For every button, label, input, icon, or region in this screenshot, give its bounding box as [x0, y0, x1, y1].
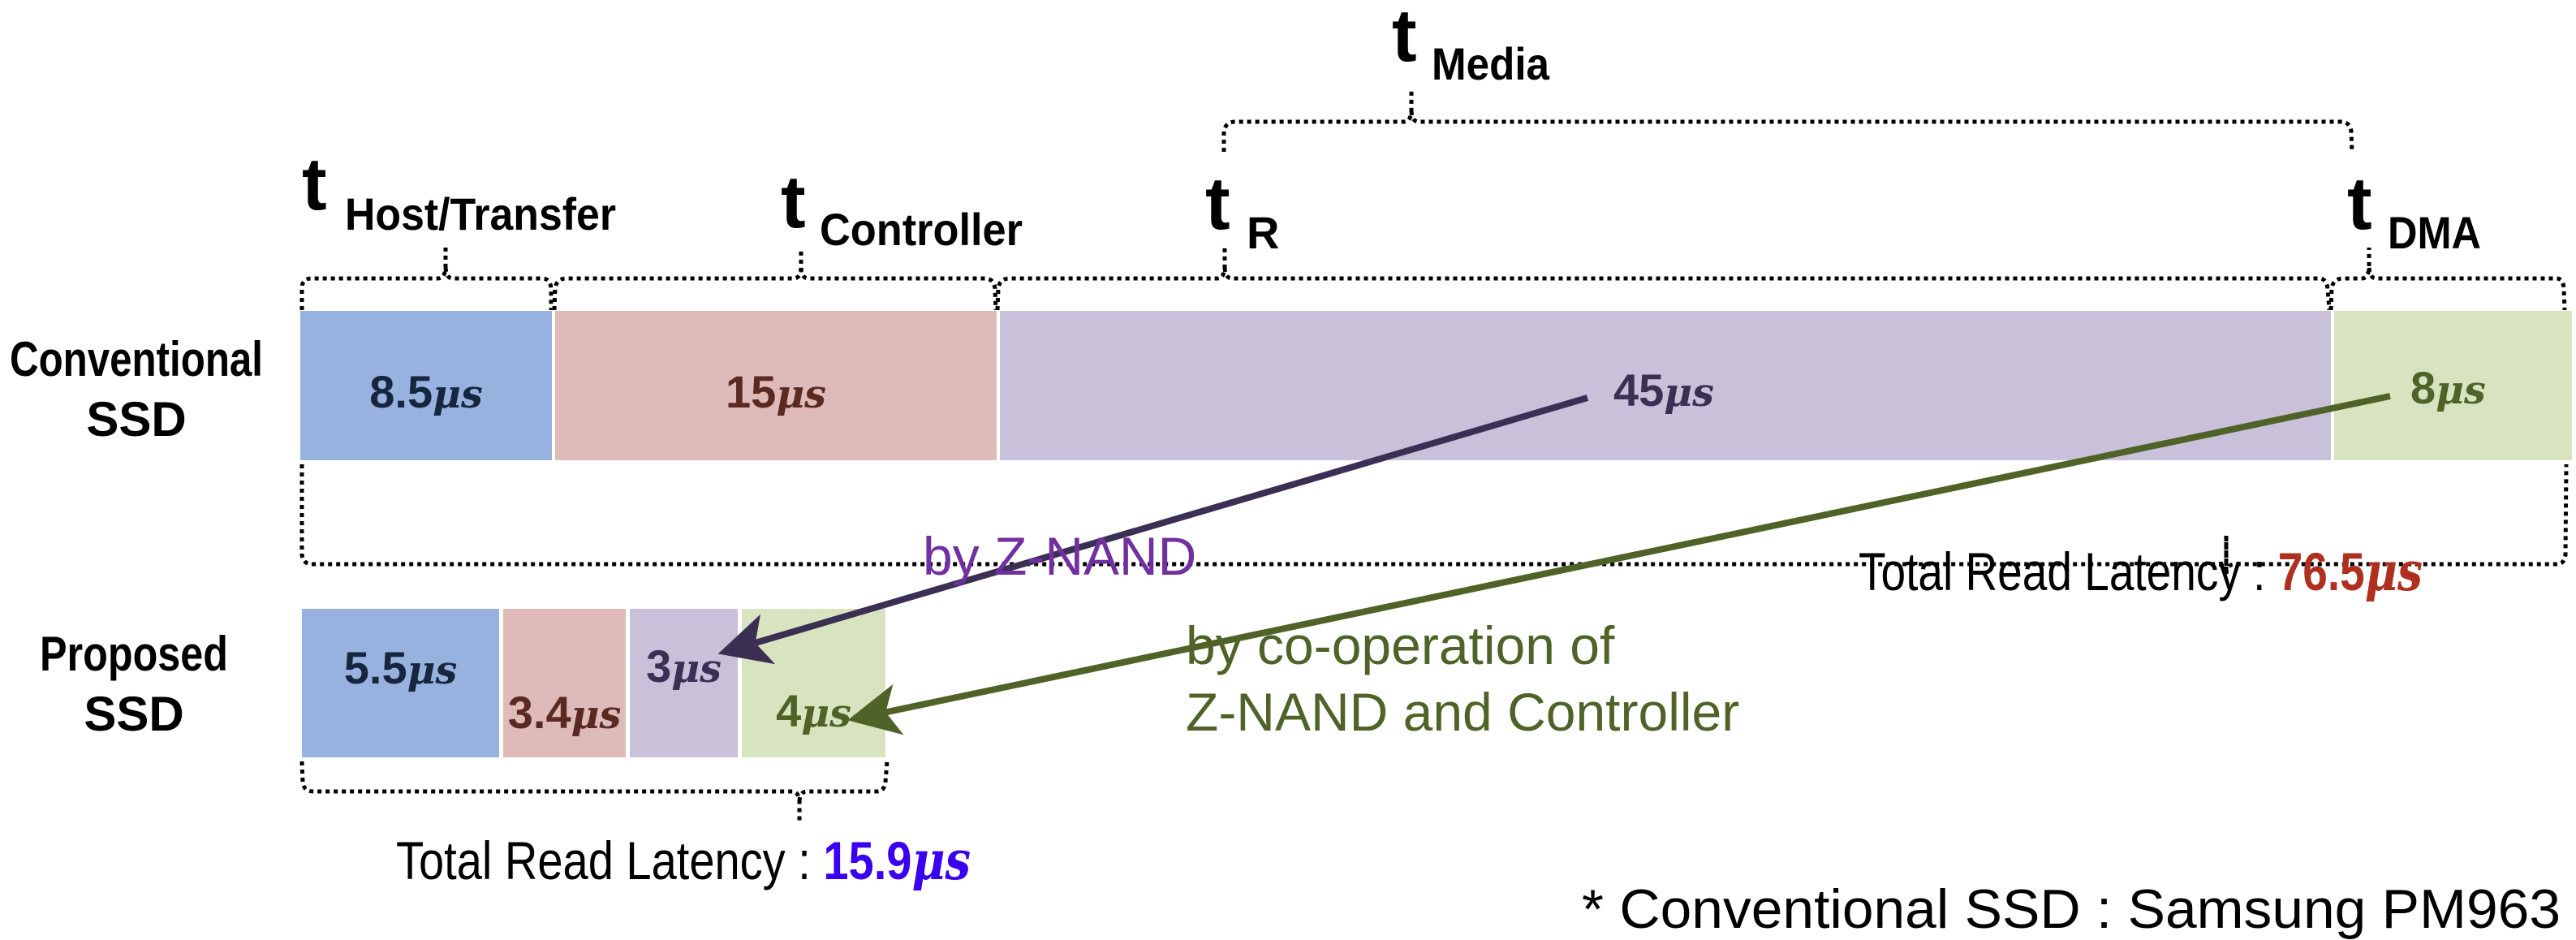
bar-value-label: 5.5μs: [344, 642, 458, 693]
dma-label: DMA: [2388, 207, 2481, 258]
row-label-line2: SSD: [84, 687, 183, 741]
bar-value-label: 3μs: [646, 640, 722, 692]
conventional-bar-row: 8.5μs 15μs 45μs 8μs: [300, 311, 2572, 460]
bracket-conventional-total: [299, 464, 2569, 575]
total-prefix: Total Read Latency :: [1859, 541, 2278, 602]
row-label-proposed: Proposed SSD: [40, 627, 228, 741]
znand-annotation: by Z-NAND: [923, 526, 1196, 586]
bar-segment-controller: 15μs: [555, 311, 997, 460]
r-label: R: [1247, 207, 1279, 258]
phase-label-host: t Host/Transfer: [302, 143, 616, 239]
t-symbol: t: [302, 143, 327, 226]
bar-rect: [503, 609, 626, 757]
total-unit: μs: [911, 829, 971, 892]
bar-segment-controller: 3.4μs: [503, 609, 626, 757]
bar-value-label: 15μs: [726, 366, 826, 417]
phase-label-r: t R: [1205, 162, 1279, 258]
total-value: 76.5: [2278, 541, 2365, 602]
bar-rect: [2334, 311, 2572, 460]
coop-arrow: [847, 393, 2391, 735]
total-unit: μs: [2365, 540, 2423, 603]
znand-arrow: [717, 395, 1589, 665]
bar-segment-dma: 4μs: [742, 609, 885, 757]
bracket-r: [995, 248, 2332, 311]
bracket-dma: [2328, 248, 2567, 311]
row-label-line2: SSD: [86, 392, 186, 446]
coop-annotation-line1: by co-operation of: [1186, 615, 1615, 675]
host-transfer-label: Host/Transfer: [345, 188, 616, 239]
bar-segment-host: 5.5μs: [302, 609, 499, 757]
bar-segment-dma: 8μs: [2334, 311, 2572, 460]
bracket-media: [1221, 91, 2354, 153]
coop-annotation-line2: Z-NAND and Controller: [1186, 682, 1739, 742]
t-symbol: t: [781, 161, 806, 244]
total-value: 15.9: [823, 830, 911, 890]
phase-label-media: t Media: [1392, 0, 1550, 89]
bar-value-label: 4μs: [776, 685, 851, 736]
proposed-bar-row: 5.5μs 3.4μs 3μs 4μs: [302, 609, 885, 757]
bracket-host: [299, 248, 554, 310]
conventional-total-latency: Total Read Latency : 76.5μs: [1859, 540, 2423, 603]
phase-label-dma: t DMA: [2347, 162, 2481, 258]
bar-segment-host: 8.5μs: [300, 311, 552, 460]
bar-segment-r: 3μs: [630, 609, 738, 757]
t-symbol: t: [2347, 162, 2372, 245]
bar-value-label: 45μs: [1613, 364, 1714, 416]
phase-label-controller: t Controller: [781, 161, 1023, 255]
bar-rect: [555, 311, 997, 460]
bracket-proposed-total: [299, 761, 890, 824]
bar-rect: [1000, 311, 2331, 460]
bar-rect: [302, 609, 499, 757]
proposed-total-latency: Total Read Latency : 15.9μs: [396, 829, 971, 892]
row-label-line1: Proposed: [40, 627, 228, 681]
row-label-conventional: Conventional SSD: [10, 332, 263, 446]
bar-value-label: 8μs: [2410, 362, 2486, 413]
footnote: * Conventional SSD : Samsung PM963: [1582, 878, 2561, 940]
bar-value-label: 3.4μs: [508, 687, 622, 738]
bar-segment-r: 45μs: [1000, 311, 2331, 460]
bar-rect: [300, 311, 552, 460]
row-label-line1: Conventional: [10, 332, 263, 386]
controller-label: Controller: [820, 204, 1023, 255]
t-symbol: t: [1392, 0, 1417, 77]
total-prefix: Total Read Latency :: [396, 830, 823, 890]
t-symbol: t: [1205, 162, 1230, 245]
media-label: Media: [1432, 38, 1550, 89]
bracket-controller: [552, 248, 998, 311]
bar-value-label: 8.5μs: [369, 366, 483, 417]
